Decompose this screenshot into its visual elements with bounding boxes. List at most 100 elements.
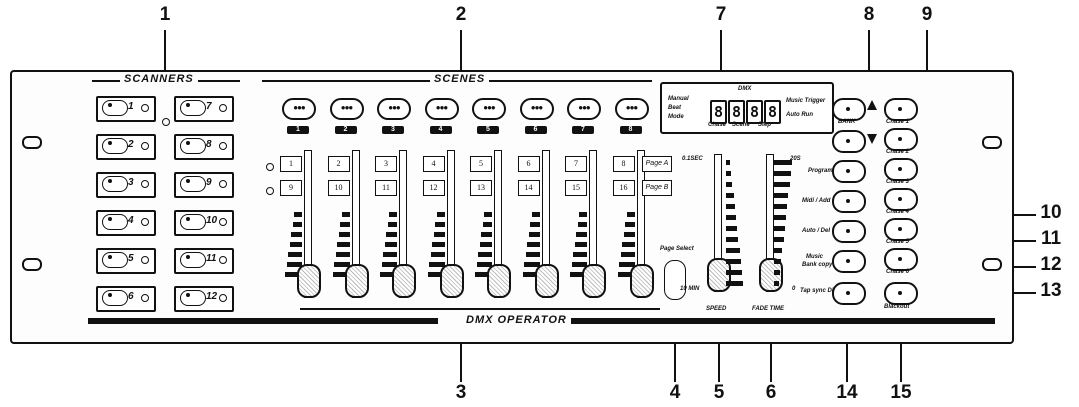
level-scale-mark — [479, 242, 492, 247]
scene-button[interactable]: ●●● — [519, 98, 554, 120]
level-scale-mark — [482, 222, 492, 227]
button-dots: ●●● — [578, 103, 591, 112]
scene-button[interactable]: ●●● — [377, 98, 411, 120]
channel-button[interactable]: 6 — [517, 156, 540, 172]
scanner-led — [141, 218, 149, 226]
scene-button[interactable]: ●●● — [614, 98, 649, 120]
page-b-button[interactable]: Page B — [642, 180, 672, 196]
scene-button[interactable]: ●●● — [329, 98, 364, 120]
button-dots: ●●● — [340, 103, 354, 112]
scanner-button[interactable]: 6 — [96, 286, 156, 312]
channel-fader-knob[interactable] — [344, 264, 369, 298]
channel-button[interactable]: 9 — [280, 180, 302, 196]
channel-button[interactable]: 4 — [422, 156, 445, 172]
tap-sync-button[interactable] — [832, 282, 866, 305]
scanner-button[interactable]: 9 — [174, 172, 234, 198]
page-select-label: Page Select — [660, 246, 694, 252]
channel-fader-knob[interactable] — [534, 264, 559, 298]
leader-line — [460, 30, 462, 78]
channel-fader-knob[interactable] — [392, 264, 416, 298]
button-dots: ●●● — [530, 103, 544, 112]
scanner-button[interactable]: 1 — [96, 96, 156, 122]
button-dot — [186, 217, 190, 221]
channel-fader-knob[interactable] — [487, 264, 511, 298]
button-dot — [846, 229, 850, 233]
channel-button[interactable]: 14 — [517, 180, 540, 196]
channel-button[interactable]: 3 — [375, 156, 397, 172]
scanner-button[interactable]: 5 — [96, 248, 156, 274]
scale-mark — [774, 193, 789, 198]
chase-label: Chase 2 — [886, 149, 910, 155]
chase-button[interactable] — [884, 128, 918, 151]
scene-number: 1 — [287, 126, 309, 134]
channel-button[interactable]: 13 — [470, 180, 492, 196]
scene-button[interactable]: ●●● — [472, 98, 506, 120]
bottom-bar — [570, 318, 995, 324]
level-scale-mark — [291, 232, 302, 237]
display-right-label: Music Trigger — [786, 98, 826, 104]
channel-fader-knob[interactable] — [439, 264, 464, 298]
channel-button[interactable]: 1 — [280, 156, 302, 172]
chase-button[interactable] — [884, 158, 918, 181]
level-scale-mark — [383, 252, 397, 257]
scene-number: 6 — [524, 126, 547, 134]
scanner-button[interactable]: 8 — [174, 134, 234, 160]
button-dot — [846, 259, 850, 263]
chase-button[interactable] — [884, 218, 918, 241]
auto-del-button[interactable] — [832, 220, 866, 243]
channel-button[interactable]: 16 — [612, 180, 635, 196]
leader-line — [720, 30, 722, 84]
scanner-button[interactable]: 2 — [96, 134, 156, 160]
channel-button[interactable]: 10 — [327, 180, 350, 196]
midi-add-button[interactable] — [832, 190, 866, 213]
leader-line — [164, 30, 166, 90]
scanner-button[interactable]: 12 — [174, 286, 234, 312]
bank-down-button[interactable] — [832, 130, 866, 153]
level-scale-mark — [332, 272, 350, 277]
channel-button[interactable]: 7 — [565, 156, 587, 172]
button-ring — [102, 100, 128, 116]
button-ring — [102, 252, 128, 268]
button-ring — [102, 138, 128, 154]
level-scale-mark — [435, 222, 445, 227]
display-bottom-label: Step — [758, 122, 772, 128]
channel-button[interactable]: 12 — [422, 180, 445, 196]
bank-down-arrow-icon — [867, 134, 877, 144]
scene-button[interactable]: ●●● — [567, 98, 601, 120]
scanner-button[interactable]: 10 — [174, 210, 234, 236]
button-dot — [186, 141, 190, 145]
scene-button[interactable]: ●●● — [282, 98, 316, 120]
scanner-button[interactable]: 4 — [96, 210, 156, 236]
level-scale-mark — [285, 272, 302, 277]
bank-up-button[interactable] — [832, 98, 866, 121]
chase-button[interactable] — [884, 98, 918, 121]
scene-number: 3 — [382, 126, 404, 134]
channel-button[interactable]: 2 — [327, 156, 350, 172]
music-bank-copy-button[interactable] — [832, 250, 866, 273]
channel-button[interactable]: 5 — [470, 156, 492, 172]
channel-fader-knob[interactable] — [629, 264, 654, 298]
page-select-switch[interactable] — [664, 260, 686, 300]
page-led — [266, 187, 274, 195]
channel-button[interactable]: 15 — [565, 180, 587, 196]
scanner-button[interactable]: 3 — [96, 172, 156, 198]
button-ring — [180, 138, 206, 154]
level-scale-mark — [531, 212, 540, 217]
chase-button[interactable] — [884, 248, 918, 271]
fade-min-label: 0 — [792, 286, 796, 292]
scene-button[interactable]: ●●● — [424, 98, 459, 120]
speed-min-label: 10 MIN — [680, 286, 700, 292]
channel-button[interactable]: 11 — [375, 180, 397, 196]
channel-button[interactable]: 8 — [612, 156, 635, 172]
program-button[interactable] — [832, 160, 866, 183]
channel-fader-knob[interactable] — [297, 264, 321, 298]
page-a-button[interactable]: Page A — [642, 156, 672, 172]
blackout-button[interactable] — [884, 282, 918, 305]
callout-4: 4 — [669, 382, 681, 403]
level-scale-mark — [625, 222, 635, 227]
music-label: Music — [806, 254, 824, 260]
chase-button[interactable] — [884, 188, 918, 211]
scanner-button[interactable]: 7 — [174, 96, 234, 122]
scanner-button[interactable]: 11 — [174, 248, 234, 274]
channel-fader-knob[interactable] — [582, 264, 606, 298]
